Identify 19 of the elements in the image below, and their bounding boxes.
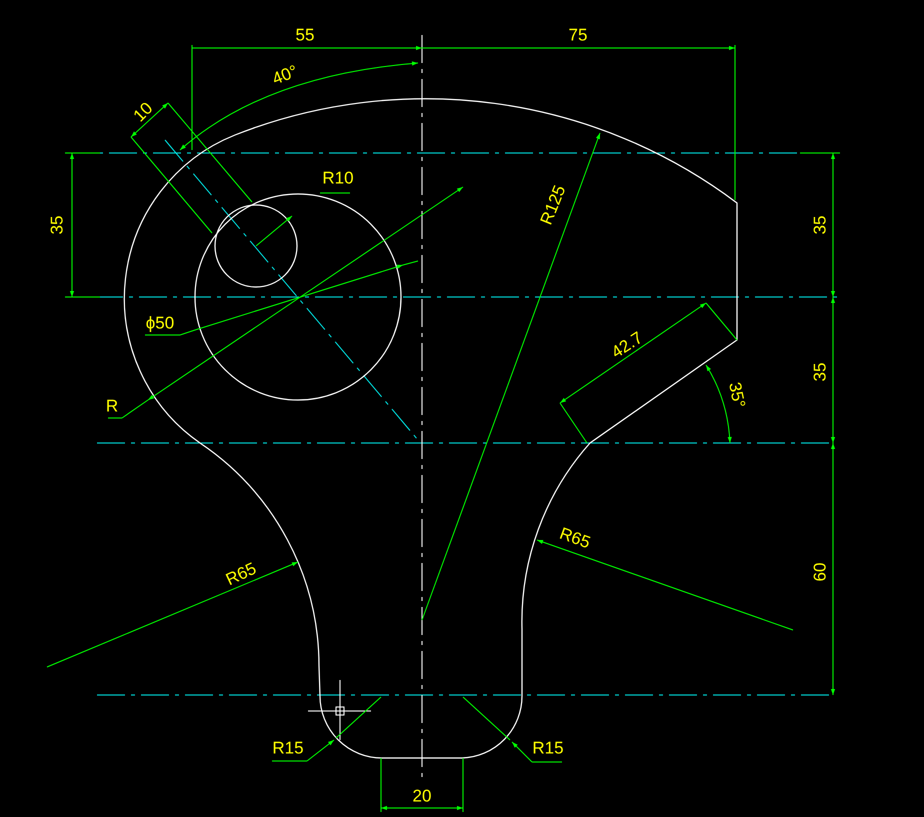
dimension-text: 20	[412, 788, 432, 804]
dimension-text: 35	[812, 362, 828, 382]
dimension-text: 42.7	[608, 328, 646, 362]
dimension-text: 35	[48, 216, 66, 234]
dimension-text: R10	[322, 170, 354, 186]
dimension-text: 60	[812, 562, 828, 582]
dimension-text: R125	[538, 182, 568, 228]
dimension-text: R65	[223, 560, 259, 588]
dimension-text: 55	[296, 26, 314, 44]
dimension-text: R15	[532, 740, 564, 756]
dimension-text: 35°	[726, 380, 748, 410]
dimension-text: 40°	[270, 62, 300, 88]
dimension-text: 75	[568, 26, 588, 44]
dimension-text: R15	[272, 740, 304, 756]
dimension-text: R65	[557, 524, 593, 552]
dimension-text: 35	[812, 216, 828, 234]
dimension-text: ϕ50	[146, 314, 174, 332]
dimension-text: R	[106, 398, 118, 414]
dimension-text: 10	[130, 99, 156, 125]
